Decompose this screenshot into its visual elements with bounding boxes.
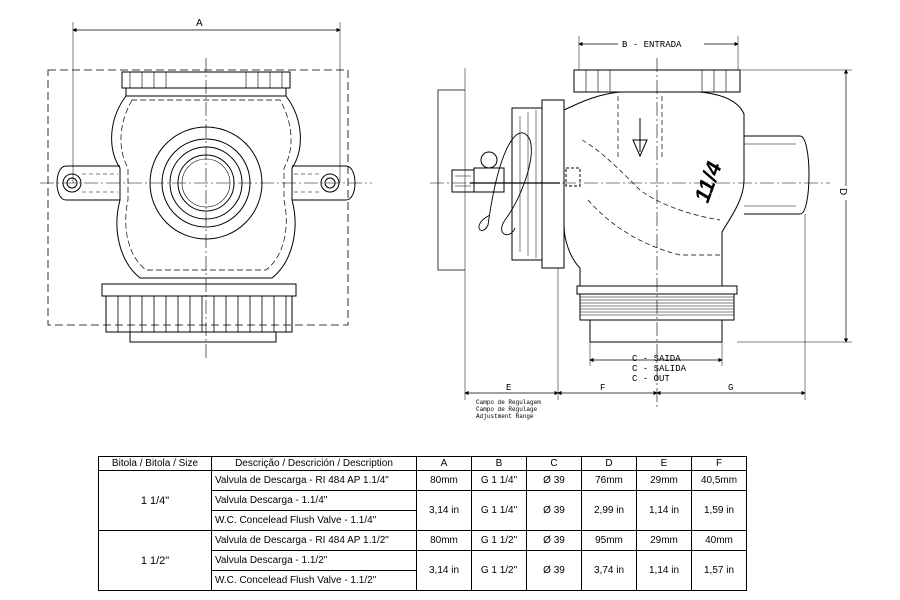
front-view (40, 22, 372, 360)
outlet-label-pt: C - SAIDA (632, 354, 681, 364)
description-cell: W.C. Concelead Flush Valve - 1.1/4" (211, 510, 417, 531)
header-e: E (636, 456, 692, 471)
specification-table: Bitola / Bitola / Size Descrição / Descr… (98, 456, 747, 591)
value-cell: 95mm (581, 530, 637, 551)
value-cell: Ø 39 (526, 470, 582, 491)
value-cell: 1,59 in (691, 490, 747, 531)
description-cell: Valvula Descarga - 1.1/4" (211, 490, 417, 511)
value-cell: 29mm (636, 530, 692, 551)
value-cell: 80mm (416, 530, 472, 551)
size-cell: 1 1/4" (98, 470, 212, 531)
side-view (430, 36, 852, 410)
value-cell: 40mm (691, 530, 747, 551)
header-c: C (526, 456, 582, 471)
description-cell: Valvula Descarga - 1.1/2" (211, 550, 417, 571)
value-cell: 80mm (416, 470, 472, 491)
value-cell: G 1 1/4" (471, 470, 527, 491)
adjustment-range-label-es: Campo de Regulage (476, 406, 538, 413)
adjustment-range-label-pt: Campo de Regulagem (476, 399, 541, 406)
dimension-f-label: F (600, 383, 605, 393)
dimension-g-label: G (728, 383, 733, 393)
header-f: F (691, 456, 747, 471)
description-cell: Valvula de Descarga - RI 484 AP 1.1/4" (211, 470, 417, 491)
header-description: Descrição / Descrición / Description (211, 456, 417, 471)
header-d: D (581, 456, 637, 471)
value-cell: 1,57 in (691, 550, 747, 591)
value-cell: Ø 39 (526, 490, 582, 531)
description-cell: Valvula de Descarga - RI 484 AP 1.1/2" (211, 530, 417, 551)
header-b: B (471, 456, 527, 471)
value-cell: 3,14 in (416, 550, 472, 591)
outlet-label-es: C - SALIDA (632, 364, 687, 374)
value-cell: G 1 1/2" (471, 550, 527, 591)
adjustment-range-label-en: Adjustment Range (476, 413, 534, 420)
value-cell: G 1 1/4" (471, 490, 527, 531)
dimension-b-label: B - ENTRADA (622, 40, 682, 50)
outlet-label-en: C - OUT (632, 374, 670, 384)
header-size: Bitola / Bitola / Size (98, 456, 212, 471)
value-cell: 3,74 in (581, 550, 637, 591)
value-cell: 2,99 in (581, 490, 637, 531)
size-marking: 11/4 (689, 158, 727, 205)
value-cell: 1,14 in (636, 490, 692, 531)
value-cell: 40,5mm (691, 470, 747, 491)
value-cell: 3,14 in (416, 490, 472, 531)
value-cell: 76mm (581, 470, 637, 491)
table-row: 3,14 in G 1 1/2" Ø 39 3,74 in 1,14 in 1,… (99, 550, 747, 591)
value-cell: Ø 39 (526, 530, 582, 551)
table-header-row: Bitola / Bitola / Size Descrição / Descr… (98, 456, 747, 471)
header-a: A (416, 456, 472, 471)
dimension-e-label: E (506, 383, 511, 393)
value-cell: 1,14 in (636, 550, 692, 591)
value-cell: Ø 39 (526, 550, 582, 591)
table-row: 1 1/4" Valvula de Descarga - RI 484 AP 1… (98, 470, 747, 531)
dimension-d-label: D (837, 188, 848, 195)
value-cell: 29mm (636, 470, 692, 491)
technical-drawing: A (40, 18, 852, 420)
dimension-a-label: A (196, 18, 203, 29)
size-cell: 1 1/2" (98, 530, 212, 591)
value-cell: G 1 1/2" (471, 530, 527, 551)
description-cell: W.C. Concelead Flush Valve - 1.1/2" (211, 570, 417, 591)
